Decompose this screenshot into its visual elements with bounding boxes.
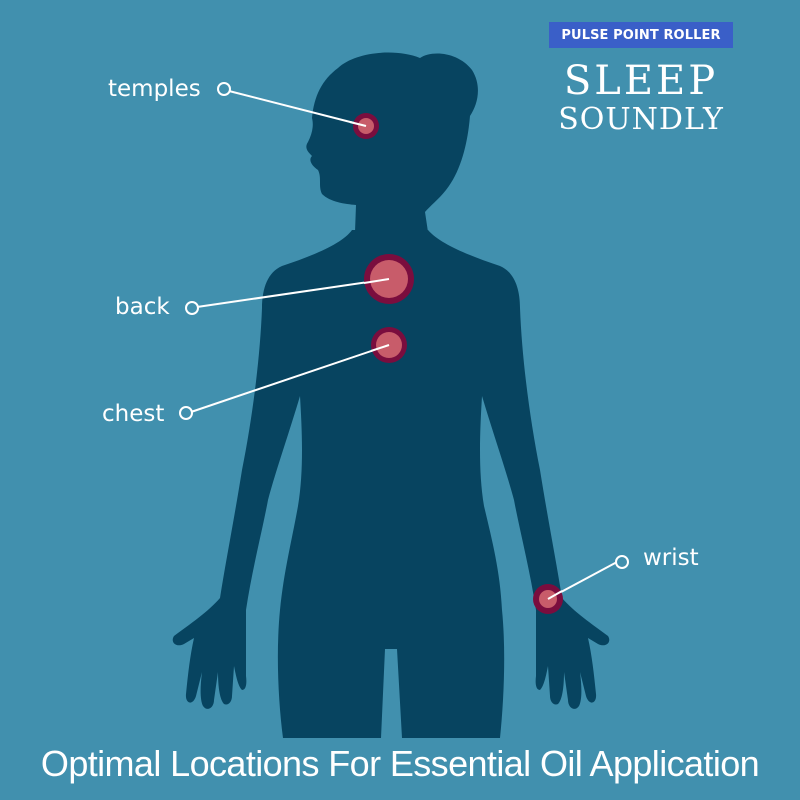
- wrist-label: wrist: [643, 545, 699, 571]
- back-label: back: [115, 294, 170, 320]
- temples-label: temples: [108, 76, 201, 102]
- title-line-2: SOUNDLY: [558, 102, 724, 137]
- product-badge: PULSE POINT ROLLER: [549, 22, 733, 48]
- title-line-1: SLEEP: [563, 58, 719, 104]
- caption: Optimal Locations For Essential Oil Appl…: [40, 743, 760, 784]
- chest-label: chest: [102, 401, 165, 427]
